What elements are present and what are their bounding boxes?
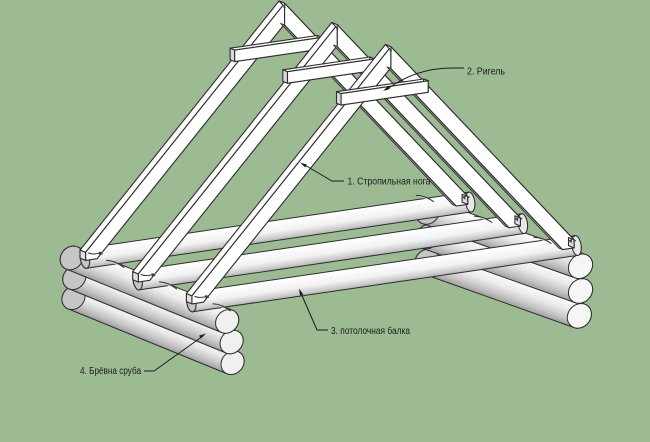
- svg-text:3. потолочная балка: 3. потолочная балка: [331, 326, 410, 337]
- svg-text:1. Стропильная нога: 1. Стропильная нога: [348, 177, 431, 188]
- svg-text:4. Брёвна сруба: 4. Брёвна сруба: [80, 366, 141, 377]
- svg-text:2. Ригель: 2. Ригель: [467, 67, 505, 78]
